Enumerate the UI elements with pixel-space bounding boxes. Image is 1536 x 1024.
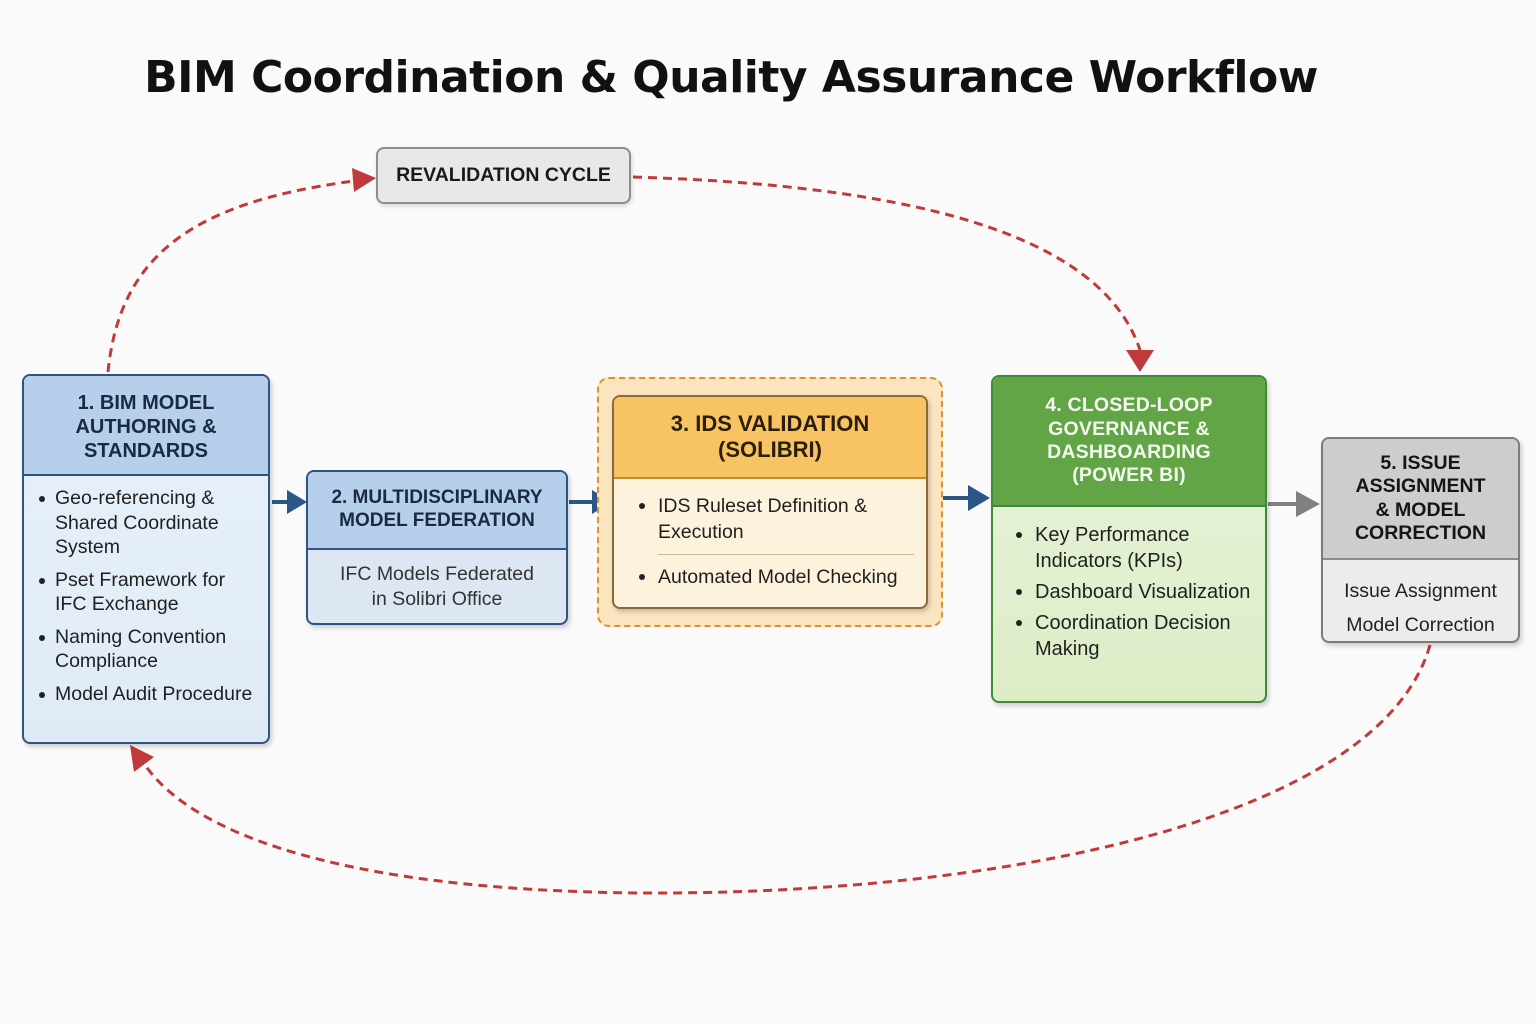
step-3-header: 3. IDS VALIDATION (SOLIBRI) <box>614 397 926 479</box>
step-3-title: 3. IDS VALIDATION (SOLIBRI) <box>670 410 870 462</box>
flow-arrowhead-1-2 <box>287 490 307 514</box>
step-5-issue-box: 5. ISSUE ASSIGNMENT & MODEL CORRECTION I… <box>1321 437 1520 643</box>
cycle-arrow-to-authoring <box>143 644 1432 895</box>
step-5-line: Model Correction <box>1346 614 1495 636</box>
step-3-list: IDS Ruleset Definition & Execution Autom… <box>614 479 926 590</box>
step-5-line: Issue Assignment <box>1344 580 1497 602</box>
diagram-title: BIM Coordination & Quality Assurance Wor… <box>144 52 1318 103</box>
cycle-arrowhead-governance <box>1126 350 1154 372</box>
step-2-title: 2. MULTIDISCIPLINARY MODEL FEDERATION <box>331 487 543 531</box>
step-2-body: IFC Models Federated in Solibri Office <box>339 563 534 610</box>
step-3-item: Automated Model Checking <box>639 564 914 590</box>
step-1-item: Geo-referencing & Shared Coordinate Syst… <box>39 486 268 560</box>
step-4-header: 4. CLOSED-LOOP GOVERNANCE & DASHBOARDING… <box>993 377 1265 507</box>
cycle-arrow-to-governance <box>632 175 1142 351</box>
step-4-item: Coordination Decision Making <box>1016 610 1257 662</box>
step-1-authoring-box: 1. BIM MODEL AUTHORING & STANDARDS Geo-r… <box>22 374 270 744</box>
flow-arrowhead-3-4 <box>968 485 990 511</box>
step-1-item: Naming Convention Compliance <box>39 625 268 674</box>
step-2-federation-box: 2. MULTIDISCIPLINARY MODEL FEDERATION IF… <box>306 470 568 625</box>
step-3-ids-validation-box: 3. IDS VALIDATION (SOLIBRI) IDS Ruleset … <box>612 395 928 609</box>
step-3-item: IDS Ruleset Definition & Execution <box>639 493 914 555</box>
step-4-governance-box: 4. CLOSED-LOOP GOVERNANCE & DASHBOARDING… <box>991 375 1267 703</box>
step-1-title: 1. BIM MODEL AUTHORING & STANDARDS <box>75 392 217 462</box>
step-1-header: 1. BIM MODEL AUTHORING & STANDARDS <box>24 376 268 476</box>
step-4-item: Dashboard Visualization <box>1016 579 1257 605</box>
step-4-title: 4. CLOSED-LOOP GOVERNANCE & DASHBOARDING… <box>1045 394 1213 487</box>
step-4-item: Key Performance Indicators (KPIs) <box>1016 522 1257 574</box>
step-1-list: Geo-referencing & Shared Coordinate Syst… <box>24 476 268 706</box>
cycle-arrowhead-revalidation <box>352 168 376 192</box>
step-1-item: Model Audit Procedure <box>39 682 268 707</box>
step-1-item: Pset Framework for IFC Exchange <box>39 568 268 617</box>
step-2-header: 2. MULTIDISCIPLINARY MODEL FEDERATION <box>308 472 566 550</box>
step-5-title: 5. ISSUE ASSIGNMENT & MODEL CORRECTION <box>1354 451 1487 544</box>
step-4-list: Key Performance Indicators (KPIs) Dashbo… <box>993 507 1265 662</box>
cycle-arrow-to-revalidation <box>106 178 363 373</box>
flow-arrowhead-4-5 <box>1296 491 1320 517</box>
revalidation-cycle-box: REVALIDATION CYCLE <box>376 147 631 204</box>
step-5-header: 5. ISSUE ASSIGNMENT & MODEL CORRECTION <box>1323 439 1518 560</box>
cycle-arrowhead-authoring <box>130 745 154 772</box>
